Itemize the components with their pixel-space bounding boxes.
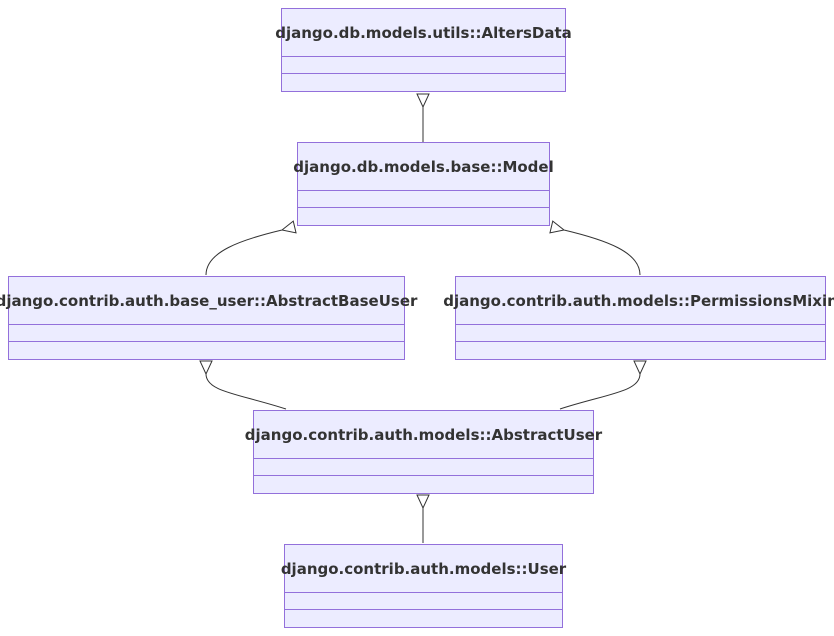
class-methods [285,610,562,627]
class-user[interactable]: django.contrib.auth.models::User [281,544,566,628]
edge-abstractuser-to-permissionsmixin [559,374,640,410]
class-name: django.contrib.auth.models::PermissionsM… [443,277,834,325]
class-name: django.db.models.base::Model [293,143,554,191]
class-methods [9,342,404,359]
edge-abstractuser-to-abstractbaseuser [206,374,287,410]
class-methods [298,208,549,225]
class-methods [456,342,825,359]
class-model[interactable]: django.db.models.base::Model [293,142,554,226]
class-name: django.contrib.auth.base_user::AbstractB… [0,277,417,325]
class-attributes [456,325,825,342]
class-attributes [298,191,549,208]
class-attributes [282,57,565,74]
class-name: django.db.models.utils::AltersData [275,9,572,57]
class-methods [254,476,593,493]
class-attributes [285,593,562,610]
class-attributes [254,459,593,476]
edge-abstractbaseuser-to-model [205,230,282,276]
class-name: django.contrib.auth.models::AbstractUser [245,411,602,459]
class-abstract-base-user[interactable]: django.contrib.auth.base_user::AbstractB… [0,276,417,360]
edge-permissionsmixin-to-model [564,230,641,276]
class-permissions-mixin[interactable]: django.contrib.auth.models::PermissionsM… [443,276,834,360]
class-methods [282,74,565,91]
class-abstract-user[interactable]: django.contrib.auth.models::AbstractUser [245,410,602,494]
class-name: django.contrib.auth.models::User [281,545,566,593]
class-attributes [9,325,404,342]
class-alters-data[interactable]: django.db.models.utils::AltersData [275,8,572,92]
